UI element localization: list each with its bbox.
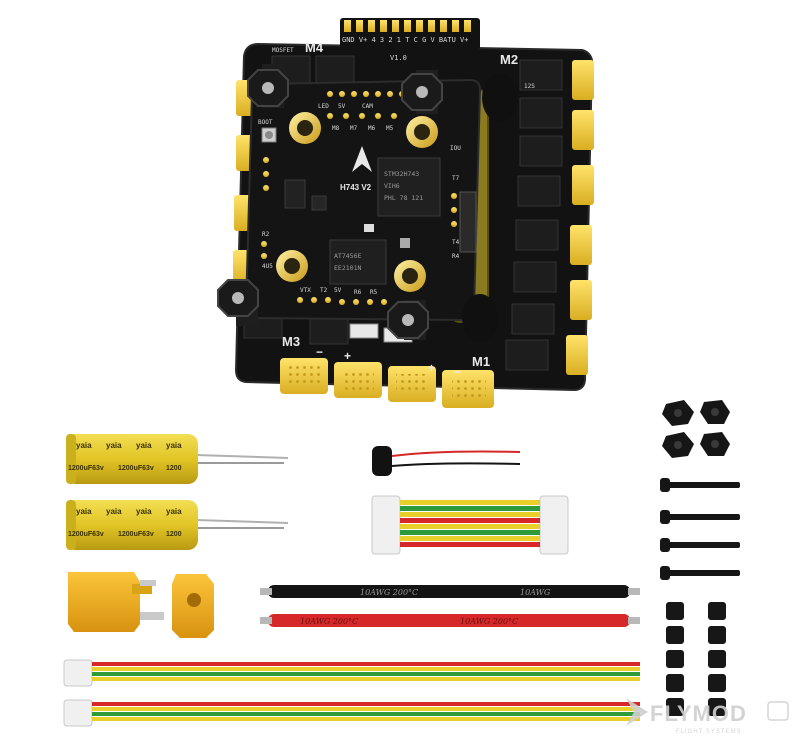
pad-label-r6: R6 (354, 289, 362, 296)
motor-label-m3: M3 (282, 334, 300, 349)
side-label-t4: T4 (452, 239, 460, 246)
black-wire-label: 10AWG 200°C (360, 588, 418, 597)
fc-mount-holes (276, 112, 438, 292)
signal-cable-2 (63, 699, 640, 727)
pad-label-t2: T2 (320, 287, 328, 294)
fc-board: STM32H743 VIH6 PHL 78 121 AT7456E EE2101… (244, 54, 482, 343)
polarity-plus-1: + (344, 349, 351, 363)
pad-label-5v: 5V (338, 103, 346, 110)
stack-assembly: M4 M2 M3 M1 GND V+ 4 3 2 1 T C G V BATU … (217, 18, 594, 408)
signal-cable-1 (63, 659, 640, 687)
watermark-subtitle: FLIGHT SYSTEMS (676, 729, 742, 735)
side-label-r4: R4 (452, 253, 460, 260)
watermark: FLYMOD FLIGHT SYSTEMS (626, 698, 789, 735)
svg-text:10AWG: 10AWG (520, 588, 551, 597)
pad-label-led: LED (318, 103, 329, 110)
fc-bottom-pads (297, 297, 387, 305)
motor-label-m2: M2 (500, 52, 518, 67)
capacitor-1-rating: 1200uF63v (68, 465, 104, 472)
side-label-4u5: 4U5 (262, 263, 273, 270)
osd-text-1: AT7456E (334, 252, 361, 260)
capacitor-2: yaia yaia yaia yaia 1200uF63v 1200uF63v … (66, 500, 289, 550)
polarity-minus-1: − (316, 345, 323, 359)
polarity-minus-2: − (454, 365, 461, 379)
mcu-chip (377, 157, 441, 217)
svg-text:yaia: yaia (166, 441, 182, 450)
pad-label-vtx: VTX (300, 287, 311, 294)
capacitors: yaia yaia yaia yaia 1200uF63v 1200uF63v … (66, 434, 289, 550)
rubber-standoffs (666, 602, 726, 716)
capacitor-2-brand: yaia (76, 507, 92, 516)
svg-text:yaia: yaia (136, 507, 152, 516)
boot-label: BOOT (258, 119, 273, 126)
pad-label-r5: R5 (370, 289, 378, 296)
svg-text:yaia: yaia (106, 441, 122, 450)
side-label-r2: R2 (262, 231, 270, 238)
stack-standoffs (217, 64, 518, 342)
capacitor-2-rating: 1200uF63v (68, 531, 104, 538)
xt-connector (68, 572, 214, 638)
svg-text:yaia: yaia (106, 507, 122, 516)
capacitor-1-brand: yaia (76, 441, 92, 450)
svg-text:1200: 1200 (166, 465, 182, 472)
mcu-text-2: VIH6 (384, 182, 400, 190)
red-wire-label: 10AWG 200°C (300, 617, 358, 626)
pad-label-m8: M8 (332, 125, 340, 132)
fc-arrow-logo (352, 146, 372, 172)
svg-text:yaia: yaia (166, 507, 182, 516)
capacitor-1: yaia yaia yaia yaia 1200uF63v 1200uF63v … (66, 434, 289, 484)
svg-text:1200uF63v: 1200uF63v (118, 531, 154, 538)
mcu-text-3: PHL 78 121 (384, 194, 423, 202)
polarity-plus-2: + (428, 361, 435, 375)
pad-label-5v-b: 5V (334, 287, 342, 294)
esc-bottom-pads (280, 358, 494, 408)
pad-label-m5: M5 (386, 125, 394, 132)
screws (660, 478, 740, 580)
osd-text-2: EE2101N (334, 264, 361, 272)
watermark-logo: FLYMOD (650, 701, 747, 726)
header-pin-labels: GND V+ 4 3 2 1 T C G V BATU V+ (342, 36, 468, 44)
mcu-text-1: STM32H743 (384, 170, 419, 178)
version-label: V1.0 (390, 54, 407, 62)
nuts (662, 400, 730, 458)
motor-label-m4: M4 (305, 40, 324, 55)
svg-text:10AWG 200°C: 10AWG 200°C (460, 617, 518, 626)
side-label-t7: T7 (452, 175, 460, 182)
svg-text:1200uF63v: 1200uF63v (118, 465, 154, 472)
mosfet-label: MOSFET (272, 47, 294, 54)
watermark-arrow-icon (626, 698, 648, 726)
side-label-iou: IOU (450, 145, 461, 152)
svg-text:1200: 1200 (166, 531, 182, 538)
black-wire: 10AWG 200°C 10AWG (260, 585, 640, 598)
svg-text:yaia: yaia (136, 441, 152, 450)
motor-label-m1: M1 (472, 354, 490, 369)
buzzer (372, 446, 521, 476)
red-wire: 10AWG 200°C 10AWG 200°C (260, 614, 640, 627)
ribbon-cable (371, 495, 569, 555)
pad-label-m7: M7 (350, 125, 358, 132)
pad-label-cam: CAM (362, 103, 373, 110)
fet-code: 12S (524, 83, 535, 90)
osd-chip (329, 239, 387, 285)
fc-name: H743 V2 (340, 183, 372, 192)
esc-top-header (340, 18, 480, 50)
pad-label-m6: M6 (368, 125, 376, 132)
power-wires: 10AWG 200°C 10AWG 10AWG 200°C 10AWG 200°… (260, 585, 640, 627)
